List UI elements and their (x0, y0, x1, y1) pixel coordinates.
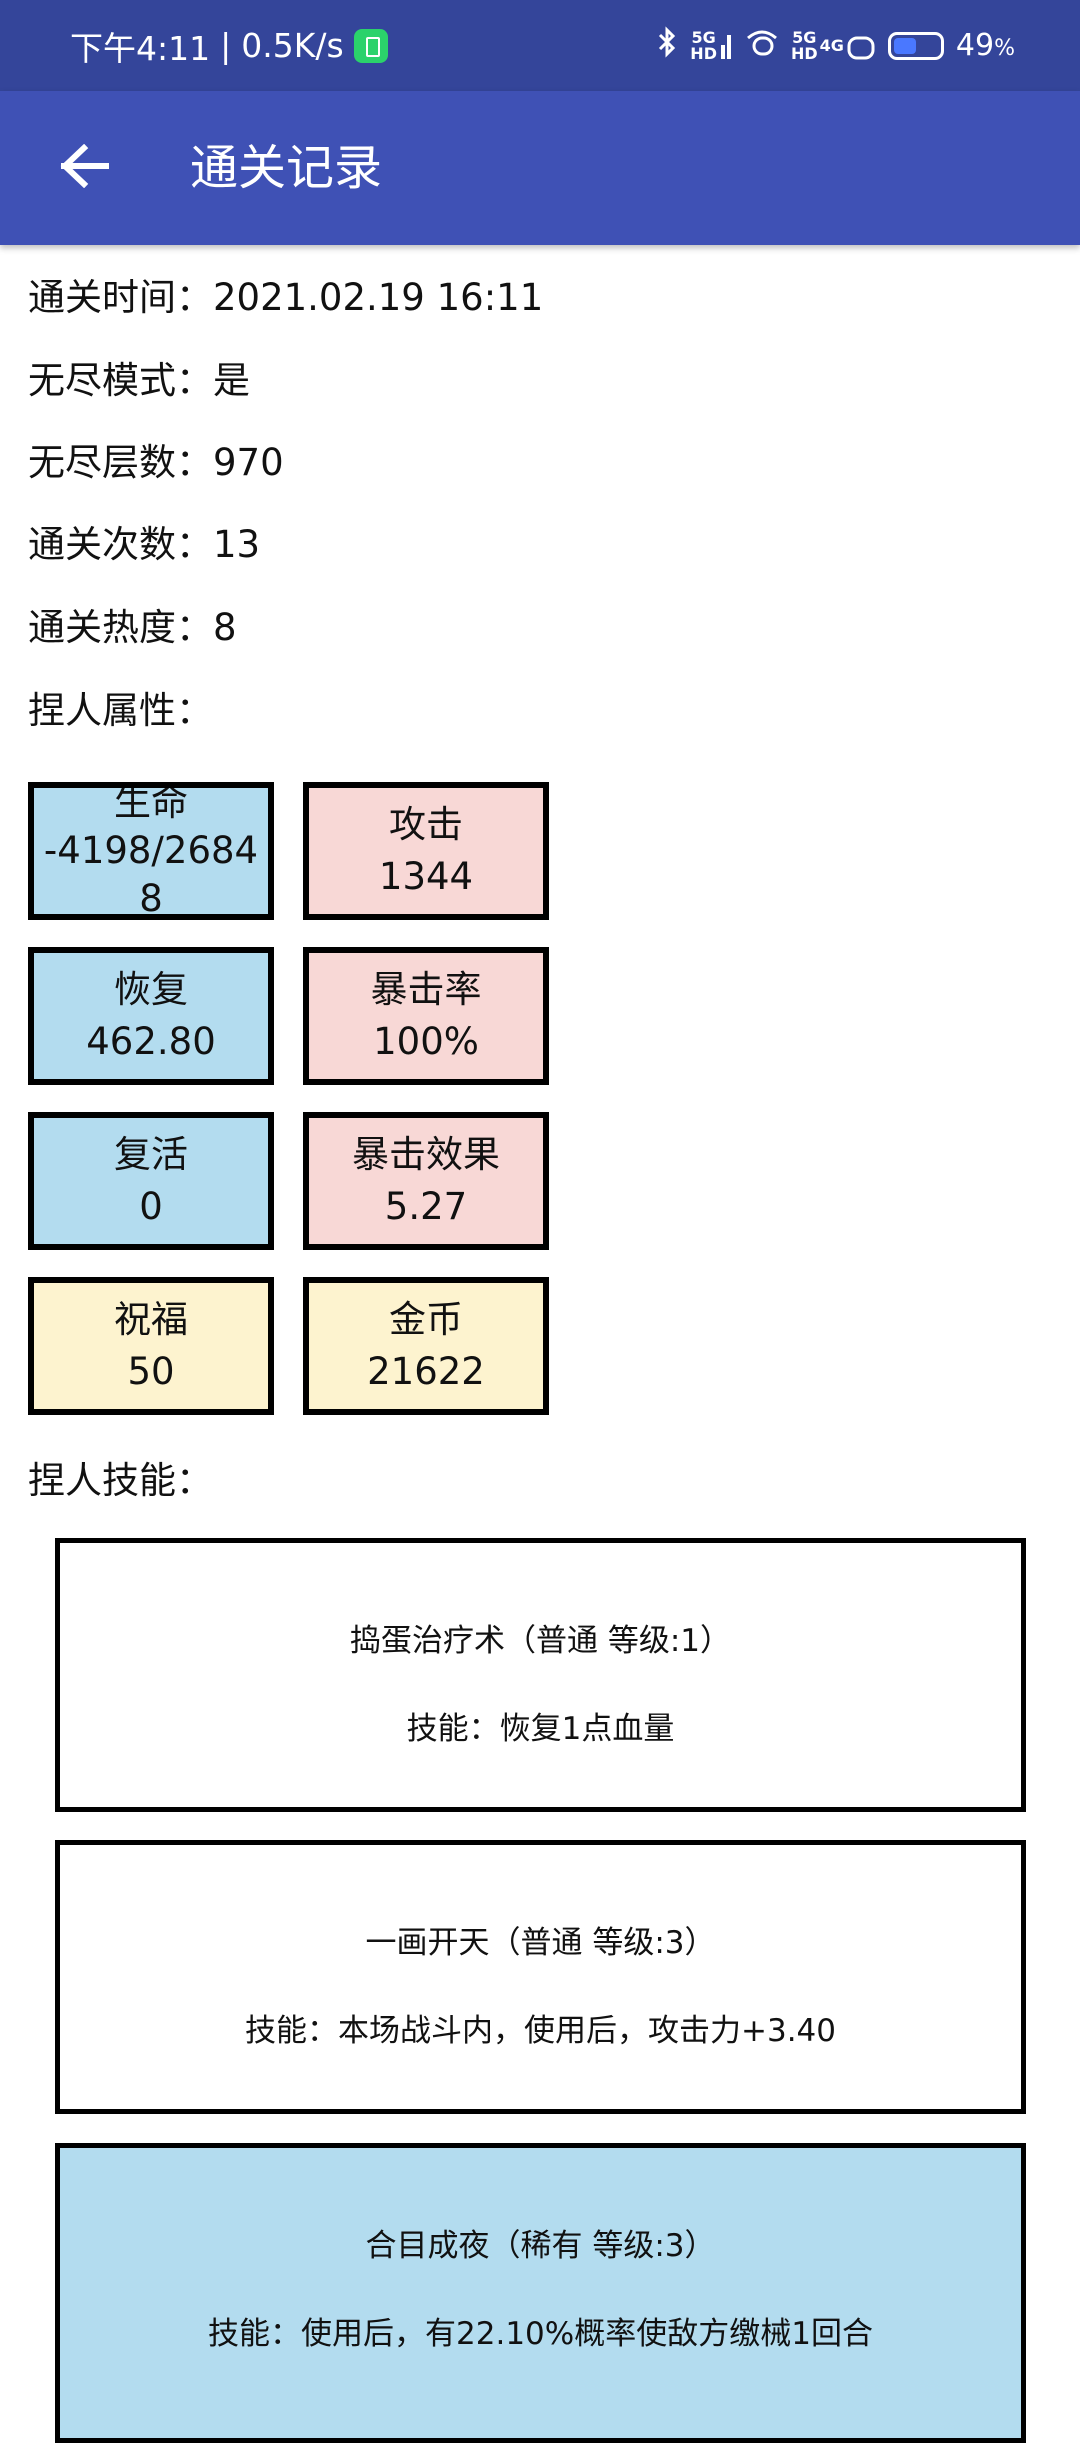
attr-value: 462.80 (86, 1020, 216, 1063)
status-network-speed: 0.5K/s (241, 26, 344, 65)
attr-box-blessing: 祝福 50 (28, 1277, 274, 1415)
signal-sim1-icon: 5G HD (690, 27, 733, 63)
skill-card-rare: 合目成夜（稀有 等级:3） 技能：使用后，有22.10%概率使敌方缴械1回合 (55, 2143, 1026, 2443)
skill-card: 捣蛋治疗术（普通 等级:1） 技能：恢复1点血量 (55, 1538, 1026, 1812)
attr-value: -4198/26848 (43, 829, 259, 920)
attr-label: 恢复 (114, 968, 188, 1011)
clear-heat: 通关热度：8 (28, 606, 237, 649)
back-button[interactable] (40, 123, 130, 213)
clear-count: 通关次数：13 (28, 523, 261, 566)
status-bar: 下午4:11 | 0.5K/s 5G HD 5G HD (0, 0, 1080, 91)
endless-mode: 无尽模式：是 (28, 359, 250, 402)
attr-value: 0 (139, 1185, 163, 1228)
attr-label: 祝福 (114, 1298, 188, 1341)
wifi-icon (745, 26, 779, 66)
status-time: 下午4:11 (70, 28, 211, 68)
attr-box-attack: 攻击 1344 (303, 782, 549, 920)
status-right: 5G HD 5G HD 4G 49% (656, 0, 1015, 91)
attr-label: 复活 (114, 1133, 188, 1176)
attr-value: 21622 (367, 1350, 485, 1393)
attr-label: 攻击 (389, 803, 463, 846)
skill-description: 技能：本场战斗内，使用后，攻击力+3.40 (245, 2013, 836, 2049)
skill-card: 一画开天（普通 等级:3） 技能：本场战斗内，使用后，攻击力+3.40 (55, 1840, 1026, 2114)
sim1-network-label: 5G (691, 27, 716, 47)
attr-box-recovery: 恢复 462.80 (28, 947, 274, 1085)
attr-label: 金币 (389, 1298, 463, 1341)
arrow-left-icon (60, 143, 110, 192)
endless-floors: 无尽层数：970 (28, 441, 284, 484)
attr-box-gold: 金币 21622 (303, 1277, 549, 1415)
sim1-hd-label: HD (690, 43, 717, 63)
skill-name: 捣蛋治疗术（普通 等级:1） (349, 1623, 732, 1659)
skills-heading: 捏人技能： (28, 1459, 213, 1502)
status-left: 下午4:11 | 0.5K/s (70, 0, 388, 91)
battery-percent: 49% (956, 28, 1015, 63)
page-title: 通关记录 (190, 140, 383, 196)
attr-label: 暴击率 (370, 968, 482, 1011)
attr-value: 5.27 (384, 1185, 468, 1228)
status-divider: | (220, 26, 232, 65)
clear-time: 通关时间：2021.02.19 16:11 (28, 276, 544, 319)
app-bar: 通关记录 (0, 91, 1080, 245)
battery-percent-unit: % (994, 36, 1015, 61)
attr-label: 生命 (114, 782, 188, 824)
attr-box-revive: 复活 0 (28, 1112, 274, 1250)
attr-label: 暴击效果 (352, 1133, 500, 1176)
sim2-4g-label: 4G (819, 35, 844, 55)
attr-value: 100% (373, 1020, 479, 1063)
sim2-network-label: 5G (792, 27, 817, 47)
attr-box-crit-rate: 暴击率 100% (303, 947, 549, 1085)
skill-name: 合目成夜（稀有 等级:3） (365, 2228, 716, 2264)
skill-name: 一画开天（普通 等级:3） (365, 1925, 716, 1961)
battery-percent-value: 49 (955, 28, 995, 63)
signal-sim2-icon: 5G HD 4G (790, 27, 876, 63)
battery-icon (887, 31, 944, 60)
attr-value: 50 (127, 1350, 175, 1393)
skill-description: 技能：使用后，有22.10%概率使敌方缴械1回合 (208, 2316, 873, 2352)
attr-value: 1344 (378, 855, 474, 898)
sim2-hd-label: HD (790, 43, 818, 63)
bluetooth-icon (656, 25, 678, 66)
battery-fill (893, 37, 916, 54)
attr-box-crit-effect: 暴击效果 5.27 (303, 1112, 549, 1250)
attributes-heading: 捏人属性： (28, 689, 213, 732)
skill-description: 技能：恢复1点血量 (406, 1711, 675, 1747)
attr-box-hp: 生命 -4198/26848 (28, 782, 274, 920)
app-notification-icon (353, 28, 388, 63)
